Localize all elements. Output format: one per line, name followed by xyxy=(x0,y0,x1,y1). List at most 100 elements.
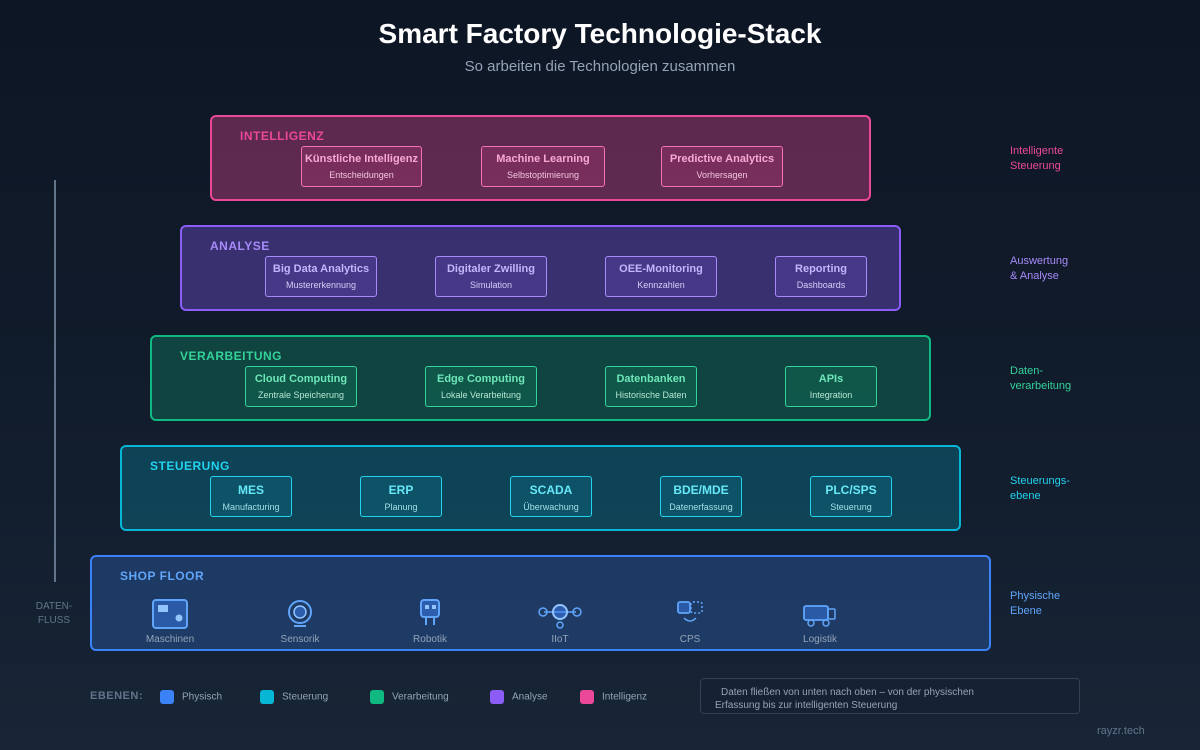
legend-swatch xyxy=(490,690,504,704)
card-title: SCADA xyxy=(529,483,573,497)
page-subtitle: So arbeiten die Technologien zusammen xyxy=(464,58,736,75)
cps-icon xyxy=(677,601,703,622)
shopfloor-item-sensorik[interactable]: Sensorik xyxy=(250,598,350,645)
layer-label-analyse: ANALYSE xyxy=(210,239,270,253)
legend-item-analyse: Analyse xyxy=(490,690,548,704)
shopfloor-item-cps[interactable]: CPS xyxy=(640,598,740,645)
side-label-verarbeitung: Daten- verarbeitung xyxy=(1010,364,1071,394)
card-reporting[interactable]: Reporting Dashboards xyxy=(775,256,867,297)
side-label-line: verarbeitung xyxy=(1010,380,1072,392)
card-subtitle: Simulation xyxy=(469,280,513,290)
side-label-line: Ebene xyxy=(1010,605,1042,617)
legend-label: Physisch xyxy=(182,691,223,703)
layer-label-verarbeitung: VERARBEITUNG xyxy=(180,349,283,363)
card-title: Datenbanken xyxy=(616,373,686,385)
card-subtitle: Manufacturing xyxy=(222,502,280,512)
side-label-intelligenz: Intelligente Steuerung xyxy=(1010,144,1063,174)
card-subtitle: Datenerfassung xyxy=(669,502,733,512)
card-title: BDE/MDE xyxy=(673,483,729,497)
card-subtitle: Lokale Verarbeitung xyxy=(440,390,522,400)
card-title: Edge Computing xyxy=(437,373,525,385)
card-subtitle: Selbstoptimierung xyxy=(506,170,580,180)
legend-swatch xyxy=(260,690,274,704)
card-cloud-computing[interactable]: Cloud Computing Zentrale Speicherung xyxy=(245,366,357,407)
card-erp[interactable]: ERP Planung xyxy=(360,476,442,517)
card-title: Künstliche Intelligenz xyxy=(304,153,419,165)
legend-item-steuerung: Steuerung xyxy=(260,690,328,704)
legend-item-verarbeitung: Verarbeitung xyxy=(370,690,449,704)
card-subtitle: Dashboards xyxy=(796,280,846,290)
card-subtitle: Zentrale Speicherung xyxy=(257,390,345,400)
card-subtitle: Steuerung xyxy=(830,502,872,512)
card-oee-monitoring[interactable]: OEE-Monitoring Kennzahlen xyxy=(605,256,717,297)
data-flow-label: DATEN- FLUSS xyxy=(24,600,84,628)
side-label-line: Intelligente xyxy=(1010,145,1064,157)
legend-label: Verarbeitung xyxy=(392,691,449,703)
card-big-data-analytics[interactable]: Big Data Analytics Mustererkennung xyxy=(265,256,377,297)
card-title: MES xyxy=(237,483,264,497)
side-label-physisch: Physische Ebene xyxy=(1010,589,1060,619)
card-digitaler-zwilling[interactable]: Digitaler Zwilling Simulation xyxy=(435,256,547,297)
shopfloor-item-label: Maschinen xyxy=(145,634,195,645)
card-edge-computing[interactable]: Edge Computing Lokale Verarbeitung xyxy=(425,366,537,407)
layer-steuerung: STEUERUNG MES Manufacturing ERP Planung … xyxy=(120,445,961,531)
network-icon xyxy=(538,604,582,629)
robot-icon xyxy=(420,599,440,625)
card-apis[interactable]: APIs Integration xyxy=(785,366,877,407)
card-scada[interactable]: SCADA Überwachung xyxy=(510,476,592,517)
card-title: PLC/SPS xyxy=(825,483,877,497)
truck-icon xyxy=(803,605,836,627)
card-subtitle: Überwachung xyxy=(523,502,579,512)
card-subtitle: Kennzahlen xyxy=(637,280,685,290)
card-title: Predictive Analytics xyxy=(669,153,775,165)
layer-shop-floor: SHOP FLOOR xyxy=(90,555,991,651)
sensor-icon xyxy=(288,600,312,627)
side-label-line: Steuerung xyxy=(1010,160,1061,172)
side-label-line: Steuerungs- xyxy=(1010,475,1070,487)
card-subtitle: Integration xyxy=(809,390,853,400)
card-subtitle: Planung xyxy=(384,502,418,512)
side-label-analyse: Auswertung & Analyse xyxy=(1010,254,1068,284)
shopfloor-item-iiot[interactable]: IIoT xyxy=(510,598,610,645)
card-title: Machine Learning xyxy=(496,153,590,165)
card-title: ERP xyxy=(388,483,414,497)
legend-item-intelligenz: Intelligenz xyxy=(580,690,647,704)
shopfloor-item-logistik[interactable]: Logistik xyxy=(770,598,870,645)
layer-intelligenz: INTELLIGENZ Künstliche Intelligenz Entsc… xyxy=(210,115,871,201)
card-mes[interactable]: MES Manufacturing xyxy=(210,476,292,517)
card-subtitle: Mustererkennung xyxy=(285,280,357,290)
card-subtitle: Historische Daten xyxy=(615,390,687,400)
card-title: APIs xyxy=(818,373,844,385)
card-subtitle: Entscheidungen xyxy=(329,170,394,180)
layer-label-intelligenz: INTELLIGENZ xyxy=(240,129,325,143)
side-label-line: Auswertung xyxy=(1010,255,1069,267)
side-label-line: Daten- xyxy=(1010,365,1044,377)
legend-swatch xyxy=(580,690,594,704)
machine-icon xyxy=(152,599,188,629)
card-kuenstliche-intelligenz[interactable]: Künstliche Intelligenz Entscheidungen xyxy=(301,146,422,187)
legend-item-physisch: Physisch xyxy=(160,690,222,704)
layer-analyse: ANALYSE Big Data Analytics Mustererkennu… xyxy=(180,225,901,311)
note-line: Daten fließen von unten nach oben – von … xyxy=(721,687,974,698)
side-label-line: ebene xyxy=(1010,490,1041,502)
legend-swatch xyxy=(370,690,384,704)
shopfloor-item-robotik[interactable]: Robotik xyxy=(380,598,480,645)
card-machine-learning[interactable]: Machine Learning Selbstoptimierung xyxy=(481,146,605,187)
layer-label-steuerung: STEUERUNG xyxy=(150,459,230,473)
shopfloor-item-label: Logistik xyxy=(803,634,837,645)
card-title: Digitaler Zwilling xyxy=(446,263,535,275)
card-predictive-analytics[interactable]: Predictive Analytics Vorhersagen xyxy=(661,146,783,187)
card-plc-sps[interactable]: PLC/SPS Steuerung xyxy=(810,476,892,517)
side-label-steuerung: Steuerungs- ebene xyxy=(1010,474,1070,504)
legend-title: EBENEN: xyxy=(90,690,144,702)
card-subtitle: Vorhersagen xyxy=(696,170,748,180)
card-bde-mde[interactable]: BDE/MDE Datenerfassung xyxy=(660,476,742,517)
page-title: Smart Factory Technologie-Stack xyxy=(378,18,822,49)
card-datenbanken[interactable]: Datenbanken Historische Daten xyxy=(605,366,697,407)
layer-verarbeitung: VERARBEITUNG Cloud Computing Zentrale Sp… xyxy=(150,335,931,421)
shopfloor-item-label: CPS xyxy=(679,634,701,645)
side-label-line: & Analyse xyxy=(1010,270,1059,282)
legend-label: Steuerung xyxy=(282,691,329,703)
note-line: Erfassung bis zur intelligenten Steuerun… xyxy=(715,700,898,711)
shopfloor-item-maschinen[interactable]: Maschinen xyxy=(120,598,220,645)
